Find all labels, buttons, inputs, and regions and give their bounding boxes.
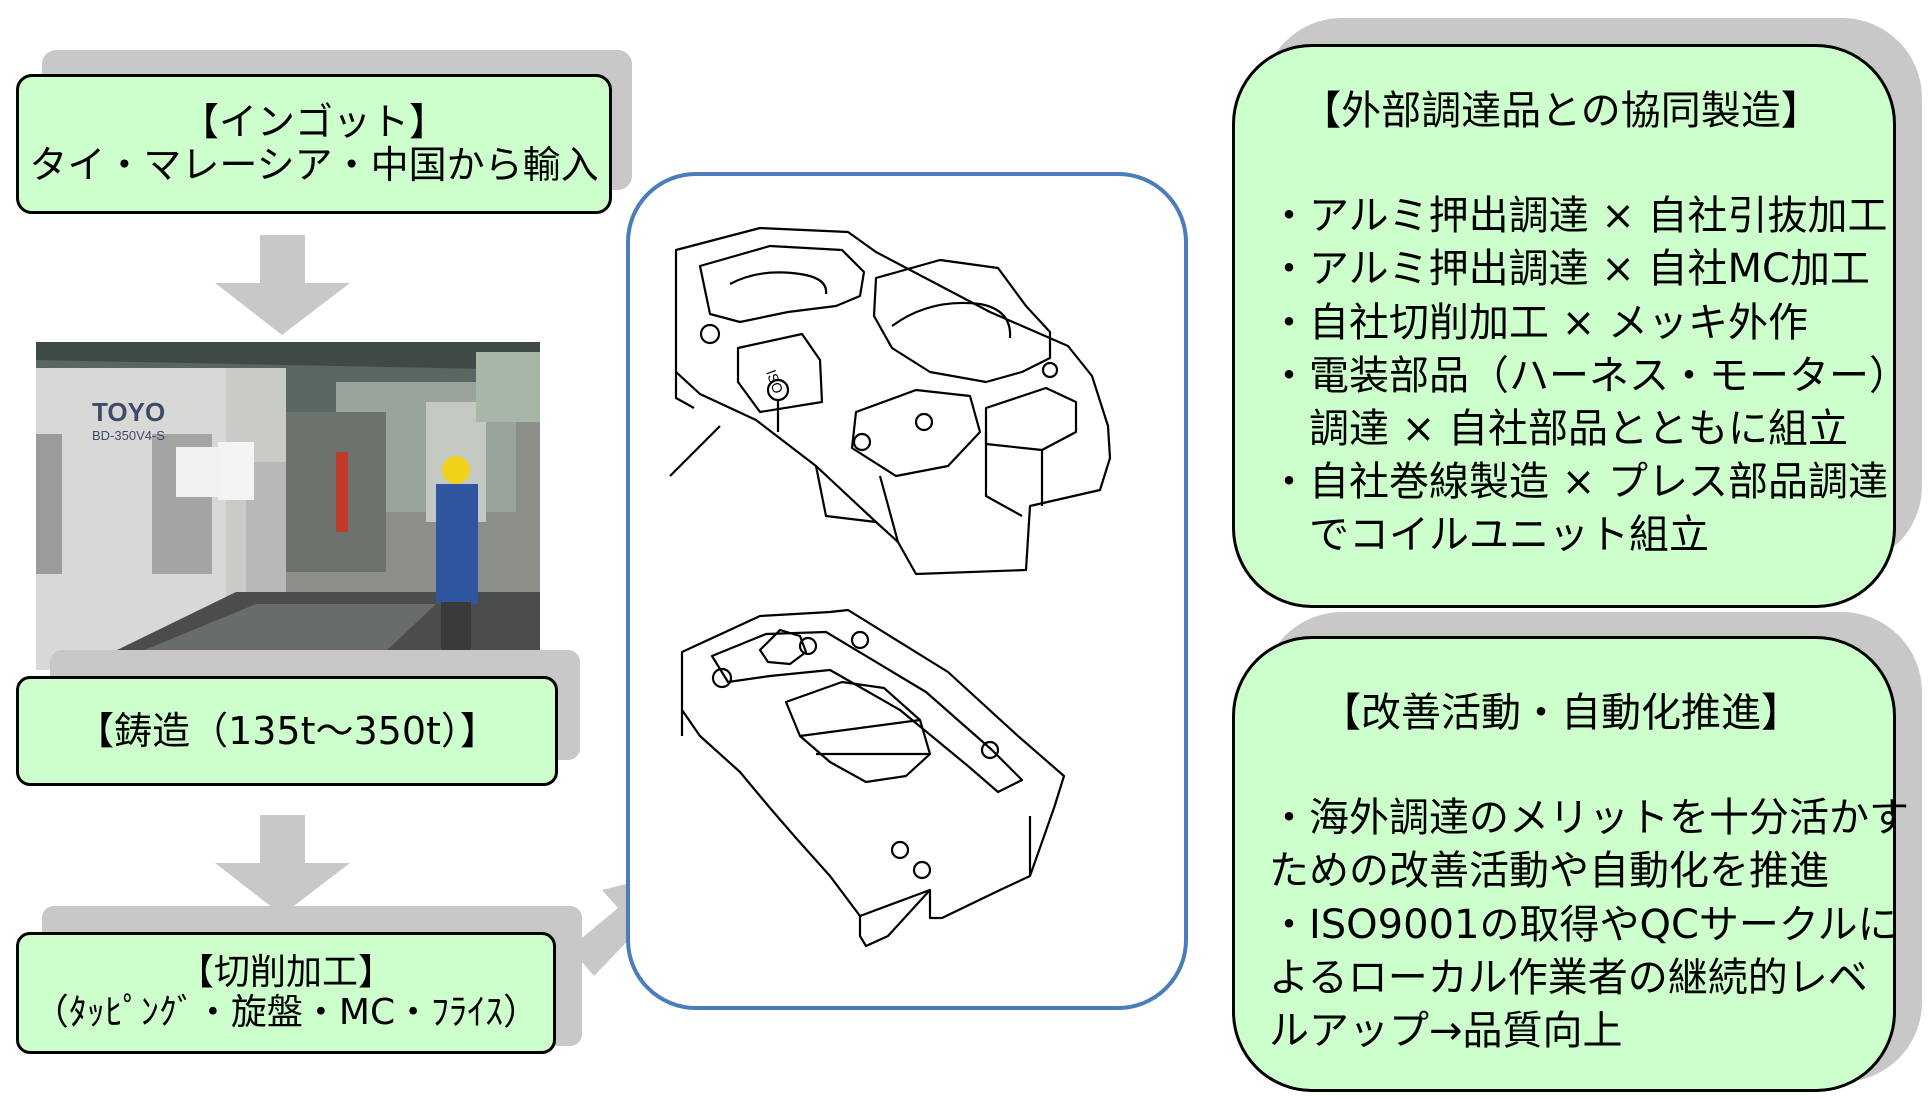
- collab-line: 調達 × 自社部品とともに組立: [1269, 405, 1848, 452]
- part-drawing: ISO: [669, 226, 1112, 948]
- casting-machine-photo: TOYO BD-350V4-S: [36, 342, 540, 670]
- ingot-subtitle: タイ・マレーシア・中国から輸入: [29, 143, 599, 187]
- kaizen-line: ための改善活動や自動化を推進: [1269, 848, 1829, 895]
- machine-model-label: BD-350V4-S: [92, 428, 165, 443]
- kaizen-line: ルアップ→品質向上: [1269, 1007, 1623, 1054]
- kaizen-line: ・海外調達のメリットを十分活かす: [1269, 795, 1909, 842]
- ingot-box: 【インゴット】 タイ・マレーシア・中国から輸入: [16, 74, 612, 214]
- collab-title: 【外部調達品との協同製造】: [1301, 88, 1821, 134]
- collab-line: ・アルミ押出調達 × 自社引抜加工: [1269, 193, 1888, 240]
- collab-line: ・電装部品（ハーネス・モーター）: [1269, 352, 1909, 399]
- machine-brand-label: TOYO: [92, 397, 166, 427]
- kaizen-line: よるローカル作業者の継続的レベ: [1269, 954, 1868, 1001]
- machining-box: 【切削加工】 （ﾀｯﾋﾟﾝｸﾞ・旋盤・MC・ﾌﾗｲｽ）: [16, 932, 556, 1054]
- part-mark-label: ISO: [763, 368, 786, 396]
- collab-line: ・アルミ押出調達 × 自社MC加工: [1269, 246, 1870, 293]
- casting-title: 【鋳造（135t～350t）】: [76, 708, 498, 753]
- ingot-title: 【インゴット】: [180, 100, 447, 145]
- part-drawing-frame: ISO: [626, 172, 1188, 1010]
- collab-line: でコイルユニット組立: [1269, 512, 1709, 559]
- machining-subtitle: （ﾀｯﾋﾟﾝｸﾞ・旋盤・MC・ﾌﾗｲｽ）: [32, 992, 540, 1033]
- machining-title: 【切削加工】: [177, 951, 394, 993]
- collab-line: ・自社切削加工 × メッキ外作: [1269, 299, 1808, 346]
- collab-panel: 【外部調達品との協同製造】 ・アルミ押出調達 × 自社引抜加工 ・アルミ押出調達…: [1232, 44, 1909, 608]
- down-arrow-icon: [215, 815, 350, 915]
- casting-box: 【鋳造（135t～350t）】: [16, 676, 558, 786]
- kaizen-line: ・ISO9001の取得やQCサークルに: [1269, 901, 1898, 948]
- kaizen-panel: 【改善活動・自動化推進】 ・海外調達のメリットを十分活かす ための改善活動や自動…: [1232, 636, 1909, 1092]
- down-arrow-icon: [215, 235, 350, 335]
- kaizen-title: 【改善活動・自動化推進】: [1321, 690, 1801, 736]
- collab-line: ・自社巻線製造 × プレス部品調達: [1269, 459, 1888, 506]
